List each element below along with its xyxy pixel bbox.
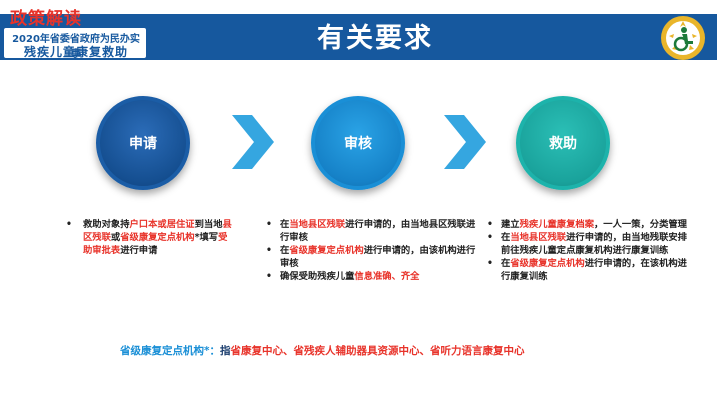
badge-title: 政策解读 <box>10 9 82 29</box>
aid-requirements: 建立残疾儿童康复档案，一人一策，分类管理 在当地县区残联进行申请的，由当地残联安… <box>487 218 692 283</box>
badge-subtitle: 2020年省委省政府为民办实事 <box>12 34 140 60</box>
list-item: 在省级康复定点机构进行申请的，由该机构进行审核 <box>266 244 476 270</box>
footnote-label: 省级康复定点机构*： <box>120 345 220 357</box>
badge-program-name: 残疾儿童康复救助 <box>23 45 128 59</box>
step-review: 审核 <box>311 96 405 190</box>
chevron-right-icon <box>444 115 486 169</box>
apply-requirements: 救助对象持户口本或居住证到当地县区残联或省级康复定点机构*填写受助审批表进行申请 <box>66 218 236 257</box>
disabled-federation-logo-icon <box>661 16 705 60</box>
footnote-connector: 指 <box>220 345 231 357</box>
list-item: 确保受助残疾儿童信息准确、齐全 <box>266 270 476 283</box>
step-apply-label: 申请 <box>129 136 157 152</box>
step-apply: 申请 <box>96 96 190 190</box>
footnote: 省级康复定点机构*：指省康复中心、省残疾人辅助器具资源中心、省听力语言康复中心 <box>120 343 525 358</box>
step-aid-label: 救助 <box>549 136 577 152</box>
policy-badge: 政策解读 2020年省委省政府为民办实事 残疾儿童康复救助 <box>0 0 152 62</box>
list-item: 在省级康复定点机构进行申请的，在该机构进行康复训练 <box>487 257 692 283</box>
review-requirements: 在当地县区残联进行申请的，由当地县区残联进行审核 在省级康复定点机构进行申请的，… <box>266 218 476 283</box>
step-review-label: 审核 <box>344 136 372 152</box>
badge-box: 2020年省委省政府为民办实事 残疾儿童康复救助 <box>2 26 148 60</box>
footnote-institution-list: 省康复中心、省残疾人辅助器具资源中心、省听力语言康复中心 <box>230 345 525 357</box>
list-item: 在当地县区残联进行申请的，由当地残联安排前往残疾儿童定点康复机构进行康复训练 <box>487 231 692 257</box>
step-aid: 救助 <box>516 96 610 190</box>
list-item: 救助对象持户口本或居住证到当地县区残联或省级康复定点机构*填写受助审批表进行申请 <box>66 218 236 257</box>
page-title: 有关要求 <box>317 23 433 54</box>
list-item: 在当地县区残联进行申请的，由当地县区残联进行审核 <box>266 218 476 244</box>
list-item: 建立残疾儿童康复档案，一人一策，分类管理 <box>487 218 692 231</box>
chevron-right-icon <box>232 115 274 169</box>
